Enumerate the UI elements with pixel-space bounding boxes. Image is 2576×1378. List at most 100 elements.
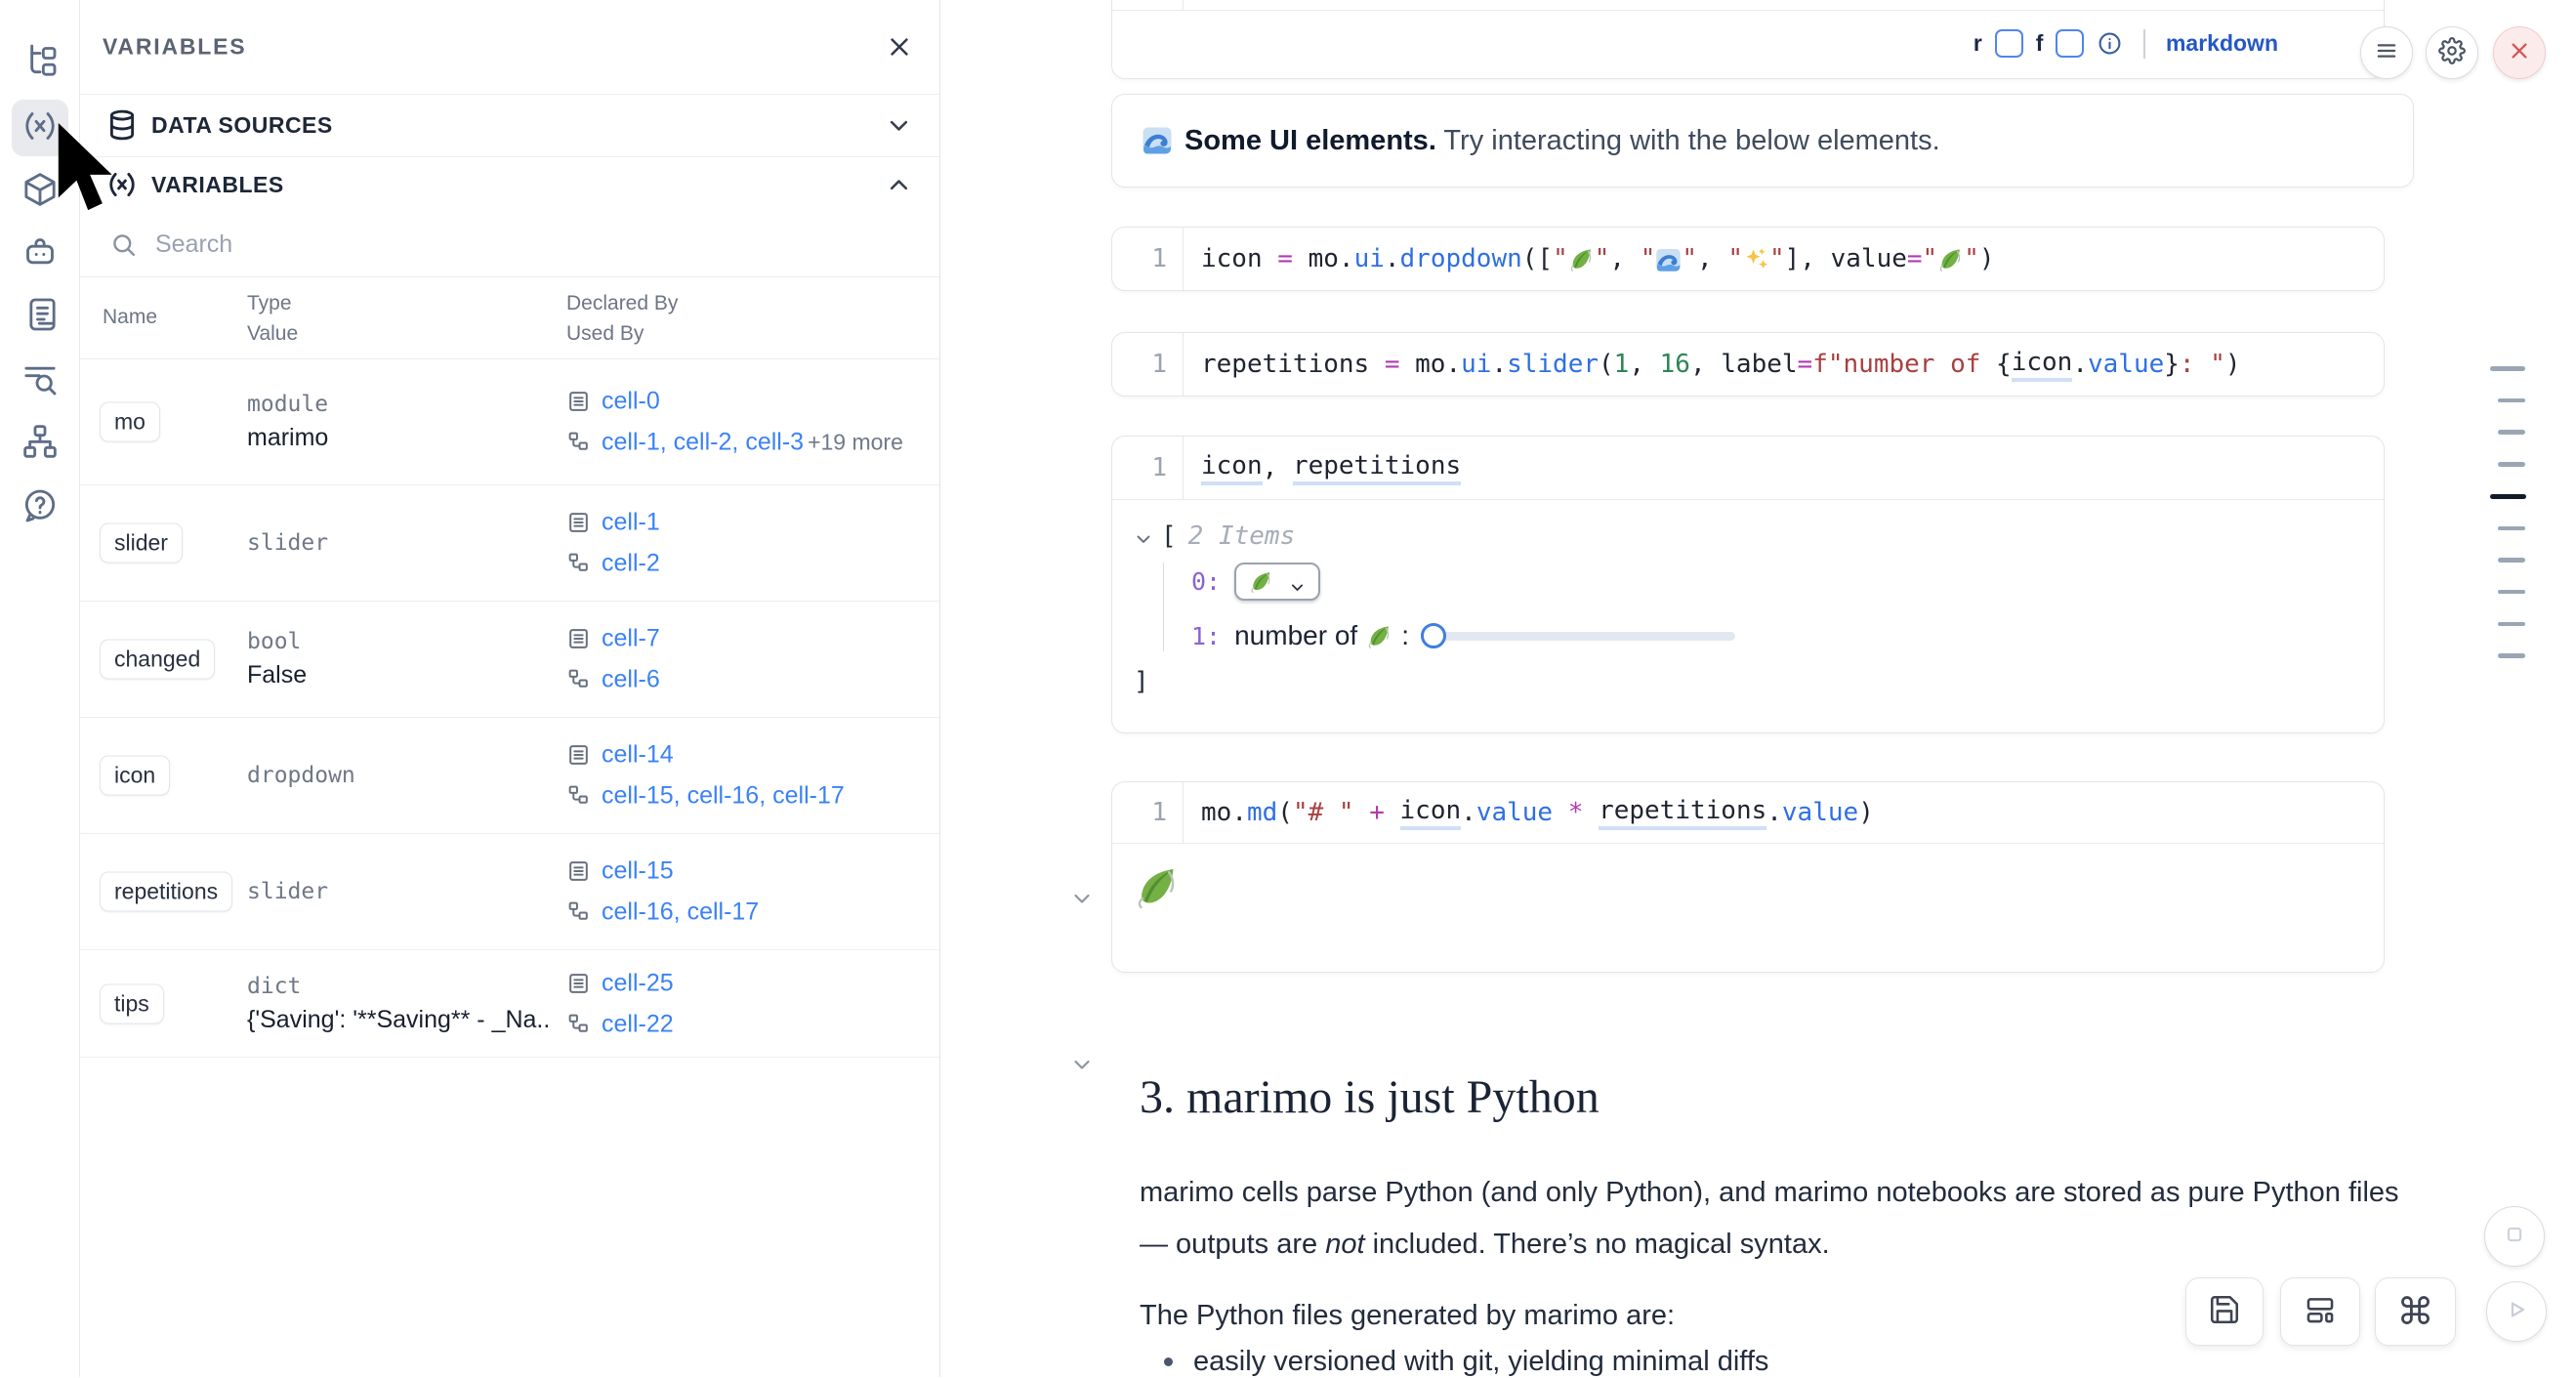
variable-cells: cell-7 cell-6 [566,625,660,694]
settings-button[interactable] [2426,26,2478,79]
cell-dropdown-code: 1 icon = mo.ui.dropdown(["", "", ""], va… [1111,227,2385,291]
shutdown-button[interactable] [2493,26,2546,79]
layout-button[interactable] [2280,1277,2360,1346]
tree-index-0: 0: [1191,567,1222,596]
cell-link[interactable]: cell-1 [602,508,660,536]
chevron-up-icon[interactable] [886,172,912,198]
table-row: tips dict {'Saving': '**Saving** - _Na..… [79,950,939,1058]
sidebar-item-file-tree[interactable] [12,34,68,91]
variable-cells: cell-14 cell-15, cell-16, cell-17 [566,741,845,811]
cell-link[interactable]: cell-16 [602,898,674,926]
cell-language-toggle[interactable]: markdown [2165,30,2278,56]
keyboard-shortcuts-button[interactable]: ⌘ [2375,1277,2456,1346]
markdown-bold-text: Some UI elements. [1184,124,1436,156]
paragraph-1: marimo cells parse Python (and only Pyth… [1140,1177,2399,1260]
declared-by-links: cell-1 [602,509,660,537]
minimap[interactable] [2490,366,2529,679]
slider-label: number of : [1234,620,1409,650]
sidebar-item-variables[interactable] [11,100,68,156]
minimap-cell-mark[interactable] [2498,397,2525,403]
used-by-links: cell-2 [602,550,660,578]
minimap-cell-mark[interactable] [2490,493,2526,500]
cell-link[interactable]: cell-17 [772,781,845,810]
variables-table-body: mo module marimo cell-0 cell-1, cell-2, … [79,358,939,1058]
sidebar-item-ai-assistant[interactable] [12,226,68,282]
cell-link[interactable]: cell-17 [686,898,760,926]
cell-link[interactable]: cell-2 [602,549,660,577]
minimap-cell-mark[interactable] [2498,653,2525,658]
section-variables[interactable]: VARIABLES [79,156,939,213]
cell-link[interactable]: cell-7 [602,624,660,652]
f-checkbox[interactable] [2056,29,2085,58]
snippets-icon [21,295,60,339]
variable-type-value: dropdown [247,763,355,788]
cell-collapse-chevron-icon[interactable] [1070,887,1094,910]
cell-link[interactable]: cell-2 [673,428,732,455]
chevron-down-icon[interactable] [886,112,912,139]
variable-value: marimo [247,423,329,451]
minimap-cell-mark[interactable] [2498,621,2525,627]
cell-link[interactable]: cell-22 [602,1010,674,1037]
sidebar-item-help[interactable] [12,480,68,536]
package-icon [21,170,60,214]
run-button[interactable] [2486,1281,2547,1342]
minimap-cell-mark[interactable] [2498,462,2525,467]
variable-type: bool [247,629,302,654]
slider-thumb[interactable] [1420,623,1446,648]
code-editor-line[interactable]: icon, repetitions [1183,437,2384,499]
save-button[interactable] [2185,1277,2264,1346]
slider-track[interactable] [1420,623,1735,648]
variable-value: {'Saving': '**Saving** - _Na... [247,1005,550,1033]
r-checkbox[interactable] [1994,29,2023,58]
cell-link[interactable]: cell-15 [602,856,674,885]
cell-link[interactable]: cell-1 [602,428,660,455]
close-icon[interactable] [885,32,914,62]
used-by-icon [566,552,591,576]
cell-link[interactable]: cell-3 [745,428,805,455]
variable-type: slider [247,879,329,904]
cell-link[interactable]: cell-0 [602,387,660,414]
declared-by-links: cell-0 [602,387,660,415]
code-editor-line[interactable]: icon = mo.ui.dropdown(["", "", ""], valu… [1183,228,2384,290]
section-collapse-chevron-icon[interactable] [1070,1053,1094,1076]
declared-by-icon [566,859,591,884]
cell-markdown-source-clipped: 1 ** Some UI elements.** Try interacting… [1111,0,2385,79]
code-editor-line[interactable]: ** Some UI elements.** Try interacting w… [1183,0,2384,10]
minimap-cell-mark[interactable] [2498,430,2525,435]
section-data-sources[interactable]: DATA SOURCES [79,94,939,157]
sidebar-item-dependency-graph[interactable] [12,415,68,472]
minimap-cell-mark[interactable] [2498,525,2525,530]
table-row: slider slider cell-1 cell-2 [79,485,939,602]
sidebar-item-search[interactable] [12,353,68,409]
declared-by-links: cell-25 [602,969,674,997]
output-tree: [ 2 Items 0: 1: number of [1112,500,2384,696]
sidebar-item-snippets[interactable] [12,288,68,345]
sidebar-item-packages[interactable] [12,163,68,220]
notebook-menu-button[interactable] [2360,26,2413,79]
table-row: repetitions slider cell-15 cell-16, cell… [79,834,939,950]
used-by-links: cell-22 [602,1010,674,1038]
search-input[interactable] [153,230,939,260]
section-heading: 3. marimo is just Python [1140,1070,1600,1123]
cell-link[interactable]: cell-6 [602,665,660,693]
leaf-emoji [1249,569,1273,594]
tree-collapse-icon[interactable] [1134,526,1153,546]
used-by-icon [566,900,591,925]
minimap-cell-mark[interactable] [2498,589,2525,595]
minimap-cell-mark[interactable] [2490,366,2525,371]
cell-link[interactable]: cell-15 [602,781,674,810]
variable-type-value: slider [247,530,328,556]
cell-link[interactable]: cell-25 [602,969,674,996]
minimap-cell-mark[interactable] [2498,558,2525,563]
cell-link[interactable]: cell-16 [686,781,760,810]
info-icon[interactable] [2097,30,2123,57]
dropdown-control[interactable] [1234,563,1321,601]
code-editor-line[interactable]: repetitions = mo.ui.slider(1, 16, label=… [1183,333,2384,396]
variable-type-value: module marimo [247,392,328,452]
code-editor-line[interactable]: mo.md("# " + icon.value * repetitions.va… [1183,782,2384,843]
cell-link[interactable]: cell-14 [602,740,674,769]
stop-button[interactable] [2484,1206,2545,1267]
table-row: mo module marimo cell-0 cell-1, cell-2, … [79,358,939,485]
used-by-links: cell-1, cell-2, cell-3+19 more [602,428,903,455]
cell-md-call-with-output: 1 mo.md("# " + icon.value * repetitions.… [1111,781,2385,973]
